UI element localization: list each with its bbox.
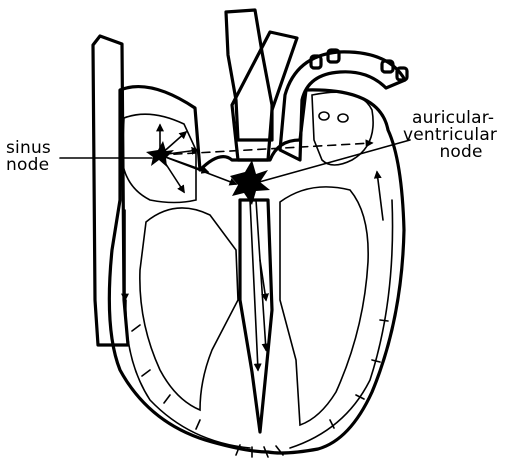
- left-ventricle: [280, 187, 368, 425]
- av-node-label-line-3: node: [425, 144, 497, 161]
- left-atrium: [312, 92, 373, 165]
- right-ventricle: [140, 208, 238, 410]
- sinus-node-label-line-2: node: [6, 157, 51, 174]
- sinus-node-label: sinus node: [6, 140, 51, 174]
- av-node-label: auricular- ventricular node: [403, 110, 497, 161]
- bundle-of-his: [250, 200, 266, 370]
- av-node-mark: [230, 160, 270, 205]
